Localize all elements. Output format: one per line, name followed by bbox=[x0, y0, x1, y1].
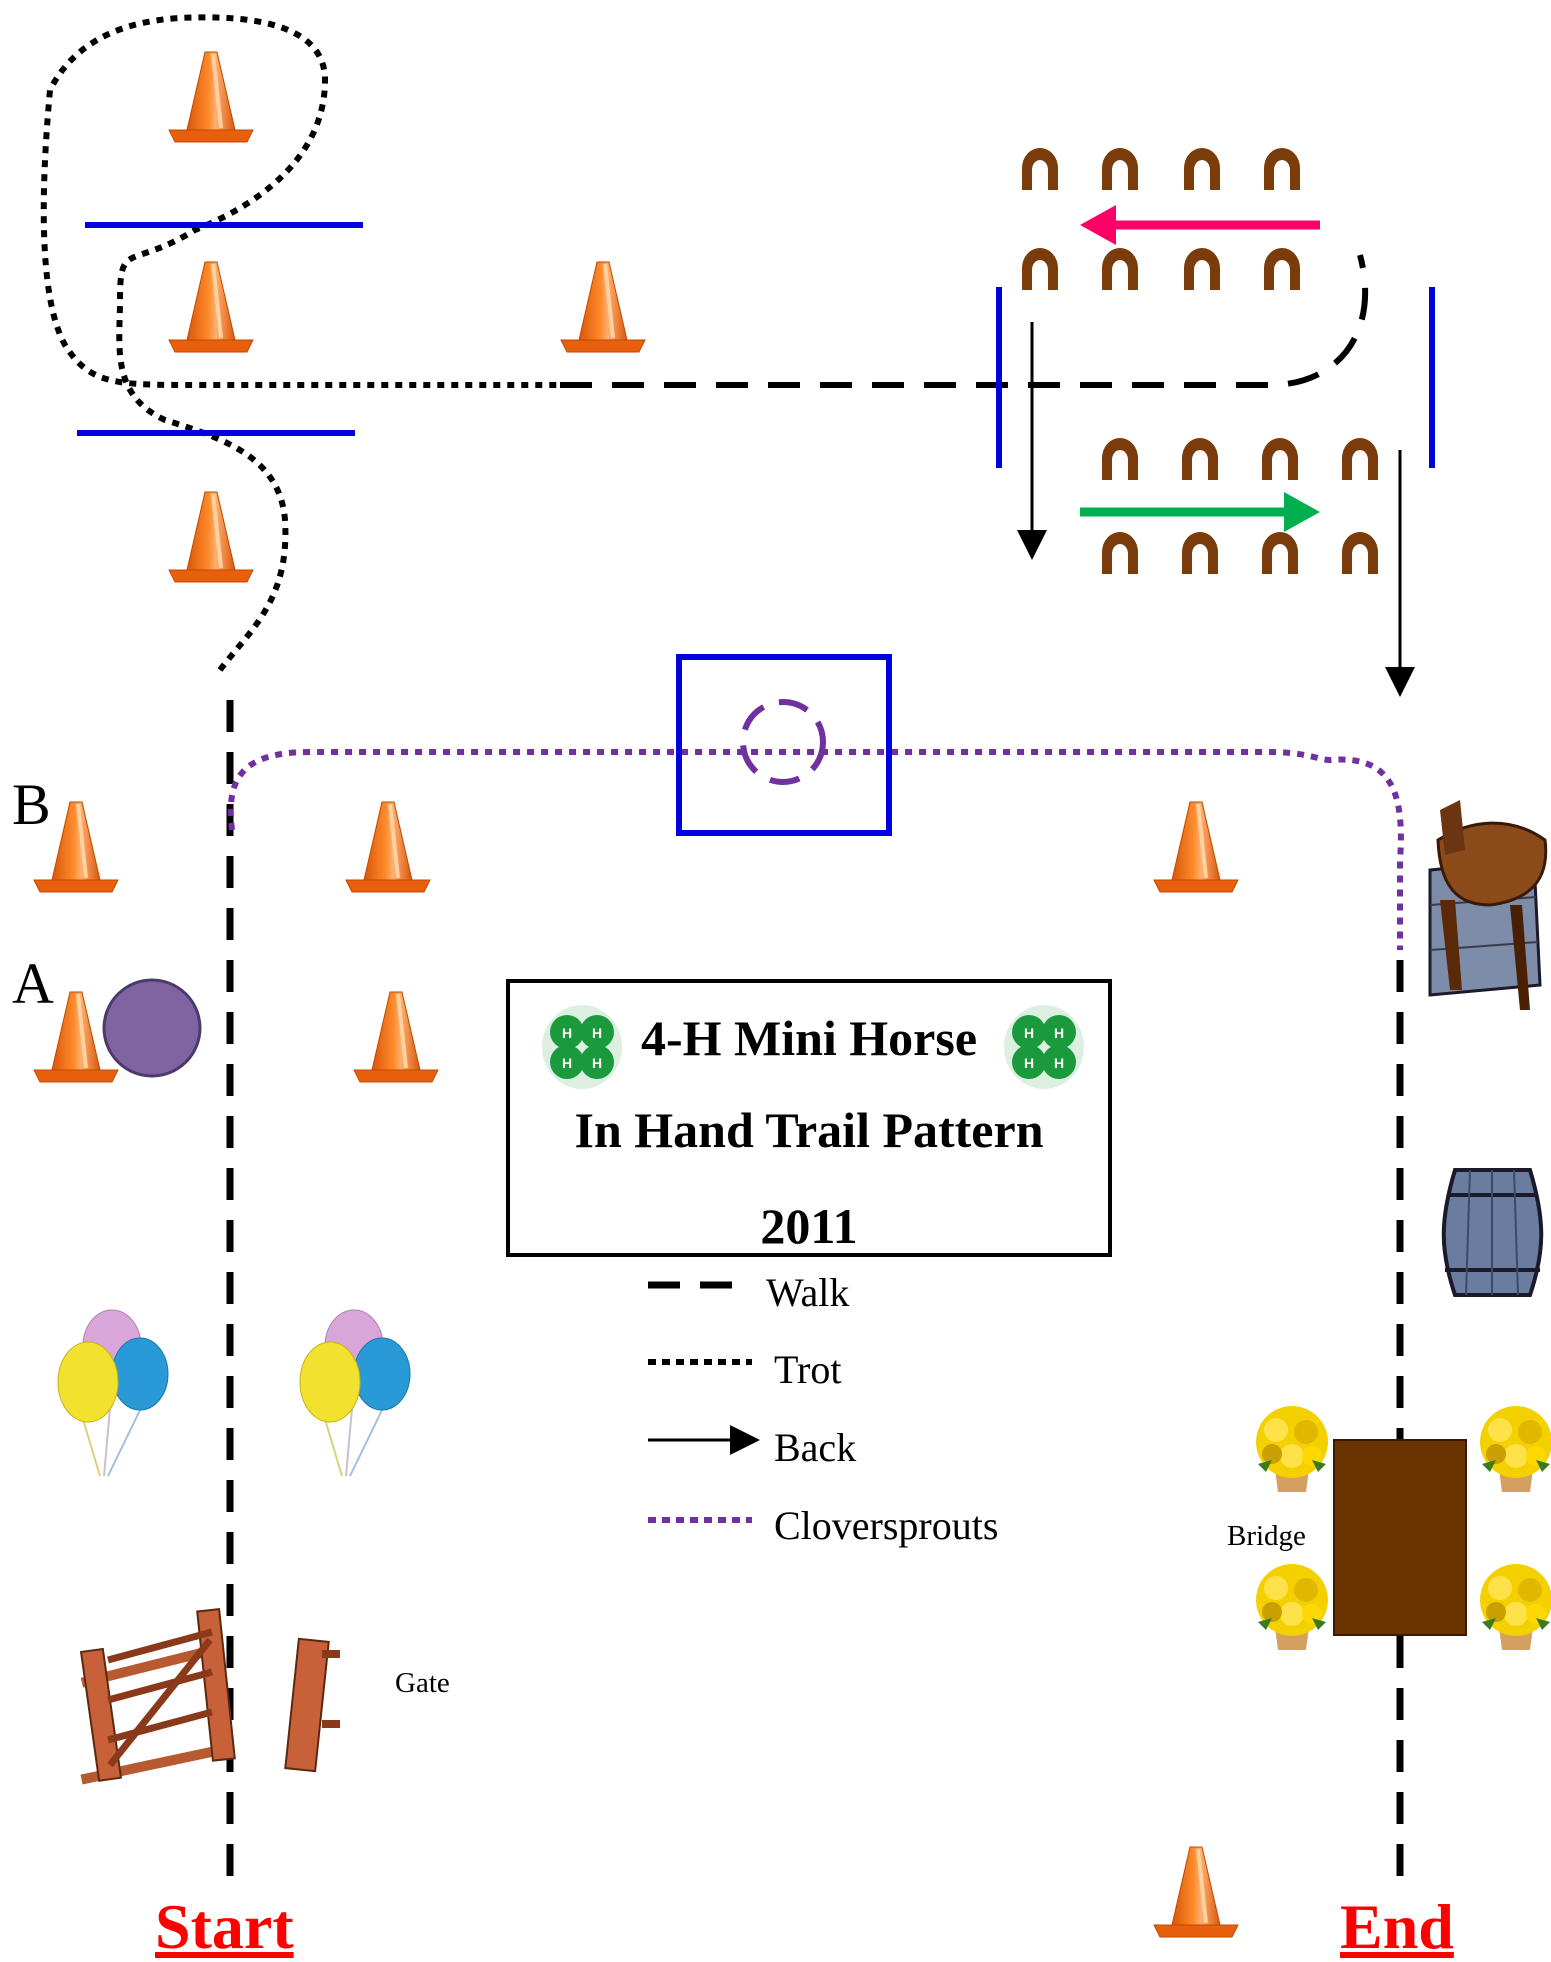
horseshoe-icon bbox=[1022, 248, 1058, 290]
bridge bbox=[1333, 1439, 1467, 1636]
title-line-2: In Hand Trail Pattern bbox=[574, 1102, 1044, 1158]
balloons-icon bbox=[57, 1309, 169, 1477]
horseshoe-icon bbox=[1264, 248, 1300, 290]
horseshoe-icon bbox=[1342, 532, 1378, 574]
title-line-1: 4-H Mini Horse bbox=[640, 1010, 978, 1066]
horseshoe-icon bbox=[1342, 438, 1378, 480]
horseshoe-icon bbox=[1102, 248, 1138, 290]
purple-circle-marker bbox=[102, 978, 202, 1078]
traffic-cone-icon bbox=[344, 800, 432, 894]
horseshoe-icon bbox=[1184, 248, 1220, 290]
flower-pot-icon bbox=[1256, 1564, 1328, 1650]
label-b: B bbox=[12, 772, 51, 837]
flower-pot-icon bbox=[1480, 1564, 1551, 1650]
title-line-3: 2011 bbox=[760, 1198, 858, 1254]
green-arrow-right bbox=[1080, 492, 1320, 532]
barrel-icon bbox=[1441, 1168, 1544, 1297]
legend-label: Cloversprouts bbox=[774, 1503, 999, 1548]
horseshoe-icon bbox=[1262, 438, 1298, 480]
legend-label: Walk bbox=[766, 1270, 850, 1315]
label-a: A bbox=[12, 951, 54, 1016]
walk-path-top bbox=[560, 254, 1369, 388]
traffic-cone-icon bbox=[167, 50, 255, 144]
horseshoe-icon bbox=[1262, 532, 1298, 574]
saddle-on-barrel-icon bbox=[1428, 800, 1548, 1010]
label-start: Start bbox=[155, 1891, 294, 1962]
horseshoe-icon bbox=[1182, 438, 1218, 480]
label-bridge: Bridge bbox=[1227, 1520, 1306, 1552]
traffic-cone-icon bbox=[1152, 800, 1240, 894]
traffic-cone-icon bbox=[1152, 1845, 1240, 1939]
horseshoe-icon bbox=[1102, 438, 1138, 480]
horseshoe-icon bbox=[1102, 148, 1138, 190]
traffic-cone-icon bbox=[167, 260, 255, 354]
horseshoe-icon bbox=[1022, 148, 1058, 190]
label-end: End bbox=[1340, 1891, 1454, 1962]
title-box: 4-H Mini Horse In Hand Trail Pattern 201… bbox=[506, 979, 1112, 1257]
flower-pot-icon bbox=[1480, 1406, 1551, 1492]
box-circle bbox=[740, 699, 826, 785]
legend-label: Trot bbox=[774, 1347, 842, 1392]
traffic-cone-icon bbox=[559, 260, 647, 354]
balloons-icon bbox=[299, 1309, 411, 1477]
horseshoe-icon bbox=[1264, 148, 1300, 190]
horseshoe-icon bbox=[1184, 148, 1220, 190]
horseshoe-icon bbox=[1102, 532, 1138, 574]
cloversprouts-path bbox=[227, 749, 1404, 950]
traffic-cone-icon bbox=[167, 490, 255, 584]
label-gate: Gate bbox=[395, 1667, 450, 1699]
box-square bbox=[676, 654, 892, 836]
trot-path bbox=[40, 14, 560, 672]
traffic-cone-icon bbox=[352, 990, 440, 1084]
pink-arrow-left bbox=[1080, 205, 1320, 245]
gate-icon bbox=[79, 1608, 340, 1785]
legend-label: Back bbox=[774, 1425, 857, 1470]
flower-pot-icon bbox=[1256, 1406, 1328, 1492]
horseshoe-icon bbox=[1182, 532, 1218, 574]
